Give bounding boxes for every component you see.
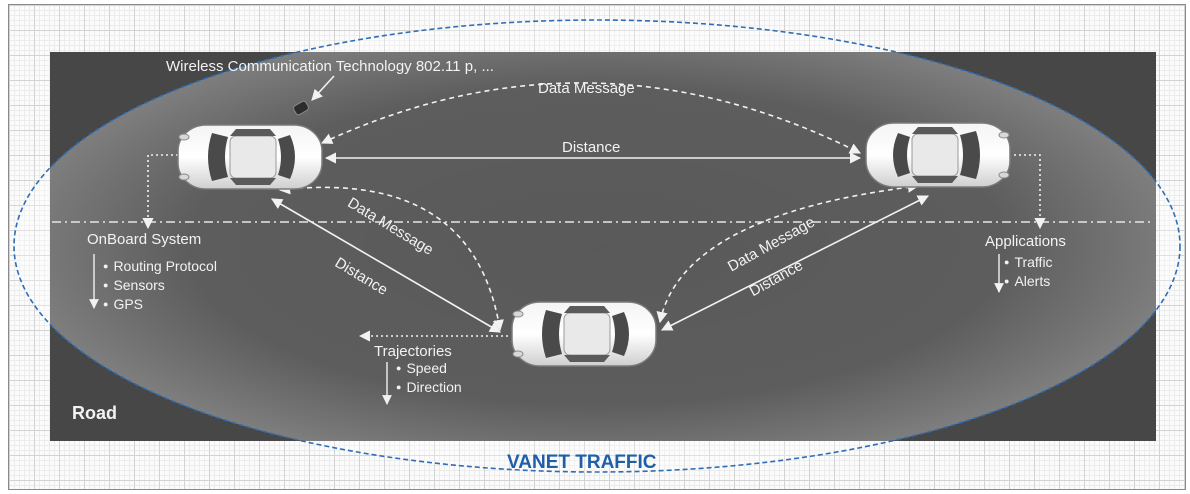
trajectories-title: Trajectories (374, 343, 452, 360)
vehicle-left-icon (177, 124, 323, 190)
antenna-icon (293, 100, 309, 116)
list-item: GPS (103, 296, 217, 315)
applications-connector (1014, 154, 1046, 230)
wireless-label: Wireless Communication Technology 802.11… (166, 58, 494, 75)
list-item: Alerts (1004, 273, 1053, 292)
list-item: Direction (396, 379, 461, 398)
trajectories-list: Speed Direction (396, 360, 462, 398)
top-data-message-label: Data Message (538, 80, 635, 97)
vehicle-right-icon (865, 122, 1011, 188)
applications-list: Traffic Alerts (1004, 254, 1053, 292)
onboard-title: OnBoard System (87, 231, 202, 248)
road-label: Road (72, 403, 117, 423)
top-distance-label: Distance (562, 139, 621, 156)
diagram-title: VANET TRAFFIC (507, 452, 657, 473)
list-item: Routing Protocol (103, 258, 217, 277)
top-data-message-arc (320, 82, 862, 154)
vehicle-bottom-icon (511, 301, 657, 367)
list-item: Traffic (1004, 254, 1052, 273)
list-item: Speed (396, 360, 462, 379)
right-distance-line (660, 195, 930, 331)
applications-title: Applications (985, 233, 1066, 250)
onboard-list: Routing Protocol Sensors GPS (103, 258, 217, 315)
wireless-pointer-arrow (311, 75, 335, 101)
onboard-connector (142, 154, 178, 230)
list-item: Sensors (103, 277, 217, 296)
left-distance-line (271, 198, 501, 333)
